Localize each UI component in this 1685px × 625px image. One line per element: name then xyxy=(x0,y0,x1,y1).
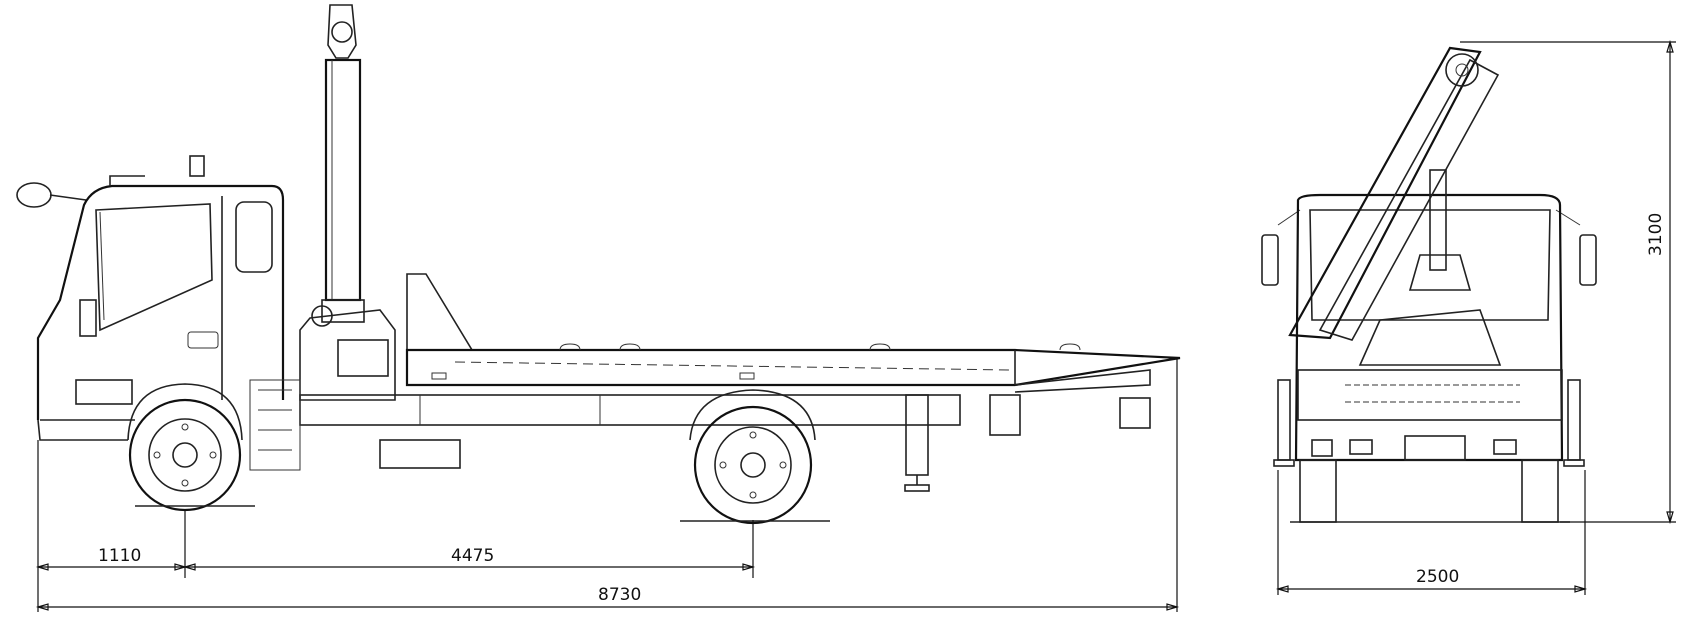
side-dimensions: 1110 4475 8730 xyxy=(35,358,1180,612)
front-mirrors xyxy=(1261,209,1597,286)
headboard xyxy=(406,273,474,351)
engine-details xyxy=(249,379,301,471)
front-wheels xyxy=(1290,459,1570,523)
crane-boom-front xyxy=(1288,46,1502,366)
dimension-overall-height: 3100 xyxy=(1646,213,1666,256)
outrigger-leg xyxy=(904,394,930,492)
cab xyxy=(36,155,285,441)
dimension-wheelbase: 4475 xyxy=(451,546,494,566)
front-dimensions: 2500 3100 xyxy=(1275,39,1676,595)
side-mirror xyxy=(16,182,87,208)
front-wheel xyxy=(127,383,255,512)
front-outriggers xyxy=(1273,379,1585,467)
crane-column xyxy=(299,4,396,401)
dimension-overall-width: 2500 xyxy=(1416,567,1459,587)
dimension-overall-length: 8730 xyxy=(598,585,641,605)
platform-bed xyxy=(405,343,1181,393)
cab-front xyxy=(1294,193,1564,462)
chassis-frame xyxy=(299,394,1151,469)
dimension-front-overhang: 1110 xyxy=(98,546,141,566)
front-view xyxy=(1261,46,1597,523)
side-view xyxy=(16,4,1181,525)
rear-wheel xyxy=(680,389,830,525)
